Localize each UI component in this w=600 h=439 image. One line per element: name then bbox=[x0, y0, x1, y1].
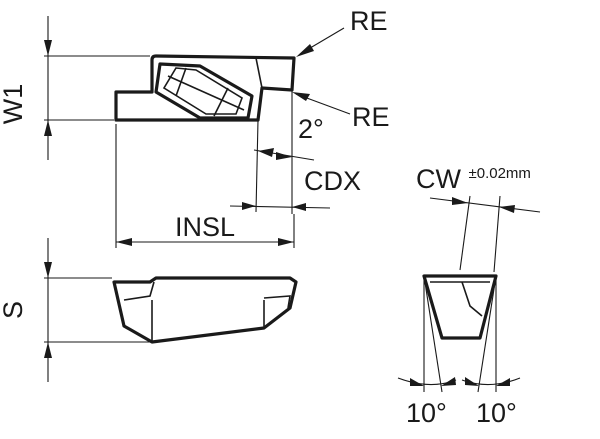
s-arrow-bottom bbox=[44, 342, 52, 358]
s-arrow-top bbox=[44, 262, 52, 278]
cw-ext-left bbox=[459, 195, 471, 271]
cdx-lower-arrow-right bbox=[292, 203, 306, 211]
cdx-label: CDX bbox=[304, 166, 361, 196]
cdx-lower-arrow-left bbox=[242, 202, 256, 210]
side-view: S bbox=[0, 238, 298, 382]
insl-label: INSL bbox=[175, 212, 235, 242]
chipbreaker-ridge-3 bbox=[213, 87, 229, 117]
angle-arc-right-arrow-1 bbox=[465, 377, 479, 386]
chipbreaker-outer bbox=[154, 62, 254, 120]
angle-2-label: 2° bbox=[298, 114, 324, 144]
cdx-arrow-left bbox=[258, 148, 274, 157]
insl-arrow-left bbox=[116, 238, 132, 246]
top-view: W1 RE RE 2° CDX INSL bbox=[0, 6, 390, 248]
top-notch bbox=[255, 57, 263, 89]
angle-right-label: 10° bbox=[476, 398, 517, 428]
re-top-label: RE bbox=[350, 6, 388, 36]
re-right-label: RE bbox=[352, 102, 390, 132]
cw-arrow-right bbox=[499, 205, 515, 213]
top-view-outline bbox=[114, 54, 296, 122]
s-label: S bbox=[0, 301, 28, 319]
angle-arc-right-arrow-2 bbox=[496, 378, 510, 386]
w1-label: W1 bbox=[0, 84, 28, 125]
front-view-chipbreaker bbox=[461, 281, 483, 317]
w1-arrow-top bbox=[44, 40, 52, 56]
chipbreaker-ridge-2 bbox=[175, 67, 187, 97]
clearance-ref-right-inclined bbox=[477, 275, 497, 393]
cdx-arrow-right bbox=[276, 152, 292, 160]
cw-label: CW ±0.02mm bbox=[416, 164, 531, 194]
cw-tolerance: ±0.02mm bbox=[469, 165, 531, 182]
side-view-chamfer bbox=[263, 295, 291, 309]
w1-arrow-bottom bbox=[44, 120, 52, 136]
front-view-outline bbox=[422, 274, 498, 340]
angle-arc-left-arrow-2 bbox=[441, 377, 456, 386]
insl-arrow-right bbox=[278, 238, 294, 246]
cw-arrow-left bbox=[452, 197, 468, 205]
angle-arc-left-arrow-1 bbox=[410, 378, 424, 386]
re-top-arrow bbox=[296, 44, 314, 57]
re-right-arrow bbox=[292, 92, 310, 101]
cw-label-main: CW bbox=[416, 164, 461, 194]
front-view: CW ±0.02mm 10° 10° bbox=[397, 164, 541, 428]
angle-ref-inclined bbox=[255, 119, 259, 213]
side-view-pocket bbox=[123, 281, 155, 301]
clearance-ref-left-inclined bbox=[423, 275, 443, 393]
cw-ext-right bbox=[493, 195, 501, 273]
angle-left-label: 10° bbox=[406, 398, 447, 428]
chipbreaker-inner bbox=[162, 67, 243, 115]
side-view-outline bbox=[112, 276, 298, 344]
cw-dim-line bbox=[429, 197, 541, 213]
